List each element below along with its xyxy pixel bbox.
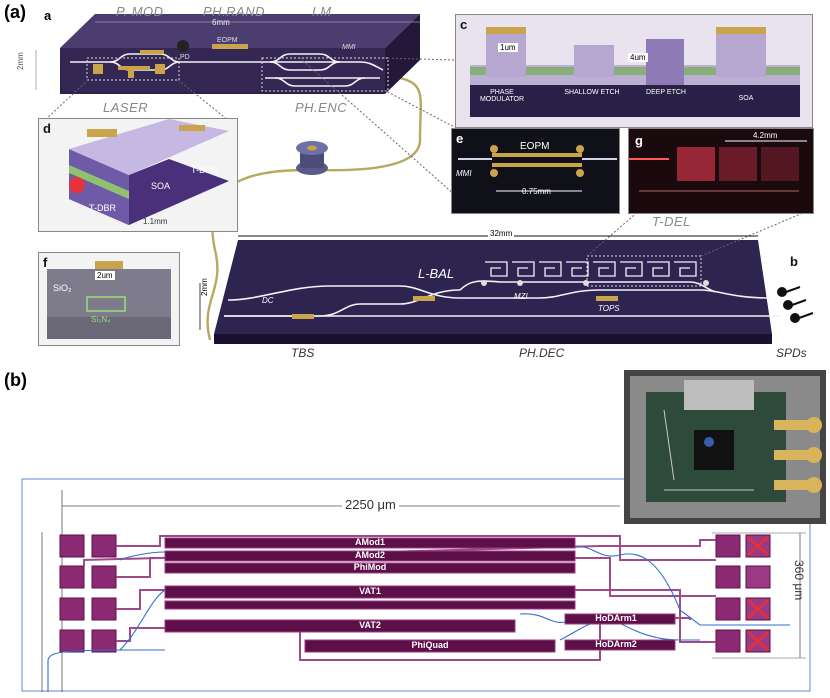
bar-label-amod2: AMod2 [355,550,385,560]
inset-g-caption: T-DEL [652,214,691,229]
tx-label-im: I.M [312,4,332,19]
inset-g-drawing [629,140,807,192]
inset-f-letter: f [43,255,48,270]
inset-d: d T-DBR SOA T-DBR 1.1mm [38,118,238,232]
rx-label-phdec: PH.DEC [519,346,565,360]
inset-d-label-soa: SOA [151,181,171,191]
panel-a-drawing [35,14,814,344]
inset-c-letter: c [460,17,468,32]
fiber-spool-icon [296,141,328,175]
inset-c-section-deep: DEEP ETCH [646,89,686,96]
left-pads [59,534,117,653]
bar-label-vat2: VAT2 [359,620,381,630]
inset-d-drawing [69,119,229,225]
tx-dim-width: 6mm [212,18,230,27]
modulator-bars [164,537,676,653]
bar-label-amod1: AMod1 [355,537,385,547]
panel-b-layout [21,478,811,692]
spiral-delays [485,261,697,277]
rx-label-mzi: MZI [514,292,528,301]
tx-label-eopm: EOPM [217,37,238,44]
tx-dim-height: 2mm [16,52,25,70]
bar-label-phiquad: PhiQuad [411,640,449,650]
rx-label-tops: TOPS [598,304,620,313]
bar-label-vat1: VAT1 [359,586,381,596]
tx-label-laser: LASER [103,100,149,115]
optical-waveguides [47,545,790,692]
inset-d-dim: 1.1mm [143,217,168,226]
inset-f-label-sio2: SiO₂ [53,283,72,293]
chip-tx-letter: a [44,8,52,23]
inset-c-section-soa: SOA [738,95,754,102]
inset-g: g 4.2mm [628,128,814,214]
inset-e-label-mmi: MMI [456,169,472,178]
inset-f-drawing [47,261,171,339]
tx-label-phenc: PH.ENC [295,100,348,115]
dim-width-label: 2250 μm [342,497,399,512]
inset-c-section-pm: PHASE MODULATOR [479,89,525,103]
rx-label-spds: SPDs [776,346,807,360]
inset-d-label-tdbr-right: T-DBR [191,165,218,175]
inset-c-section-shallow: SHALLOW ETCH [564,89,620,96]
bar-label-hodarm1: HoDArm1 [595,613,637,623]
inset-g-dim: 4.2mm [753,131,778,140]
chip-rx-waveguides [223,280,780,317]
inset-c-drawing [470,27,800,117]
tx-label-pmod: P. MOD [116,4,164,19]
inset-c-dim-4um: 4um [628,53,648,62]
rx-label-lbal: L-BAL [418,266,455,281]
tx-label-mmi: MMI [342,44,356,51]
inset-d-letter: d [43,121,51,136]
chip-tx-top [60,14,420,48]
package-photo [624,370,826,524]
inset-f: f 2um SiO₂ Si₃N₄ [38,252,180,346]
inset-g-letter: g [635,133,643,148]
inset-f-dim: 2um [95,271,115,280]
rx-dim-width: 32mm [488,229,515,238]
dim-height-label: 360 μm [792,560,806,601]
spd-icons [777,286,814,323]
inset-c-dim-1um: 1um [498,43,518,52]
bar-label-hodarm2: HoDArm2 [595,639,637,649]
inset-e-dim: 0.75mm [522,187,551,196]
rx-dim-height: 2mm [200,278,209,296]
crossed-pads [745,534,771,653]
inset-f-label-si3n4: Si₃N₄ [91,315,111,324]
tx-label-phrand: PH.RAND [203,4,266,19]
chip-tx-side [385,14,420,94]
inset-e: e EOPM MMI 0.75mm [451,128,620,214]
rx-label-dc: DC [262,296,274,305]
panel-b-label: (b) [4,370,27,390]
panel-a-label: (a) [4,2,26,22]
package-photo-drawing [624,370,826,524]
bar-label-phimod: PhiMod [353,562,387,572]
right-pads [715,534,741,653]
pd-icon [177,40,189,52]
rx-label-tbs: TBS [291,346,315,360]
chip-rx-front [214,334,772,344]
inset-c: c 1um 4um PHASE MODULATOR SHALLOW ETCH D… [455,14,813,128]
inset-e-title: EOPM [520,141,550,152]
inset-e-letter: e [456,131,464,146]
inset-d-label-tdbr-left: T-DBR [89,203,116,213]
tx-label-pd: PD [180,54,190,61]
chip-rx-letter: b [790,254,798,269]
inset-e-drawing [458,145,617,192]
chip-rx-top [214,240,772,334]
